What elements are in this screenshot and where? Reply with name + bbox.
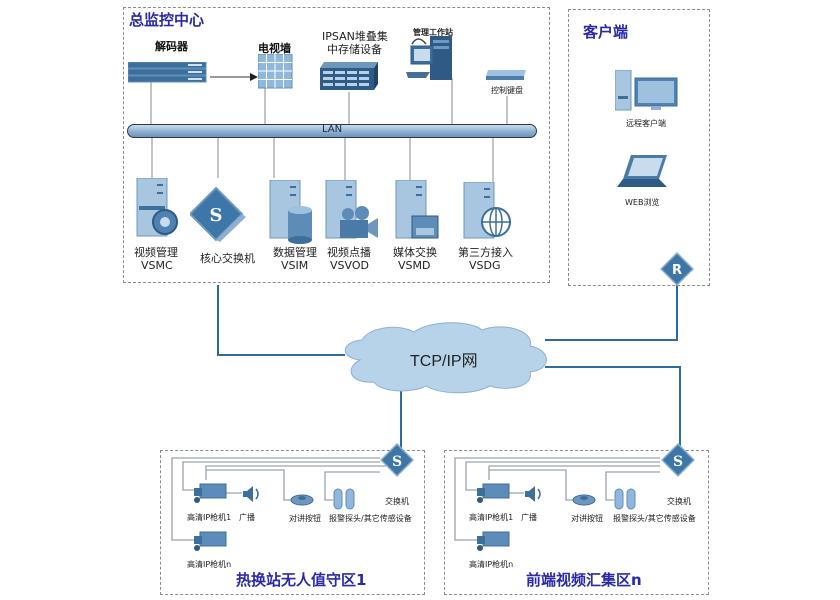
lan-label: LAN (321, 124, 343, 135)
remote-client-label: 远程客户端 (626, 119, 666, 128)
vsdg-label-line1: 第三方接入 (458, 246, 513, 259)
tcp-ip-label: TCP/IP网 (410, 353, 478, 370)
siten-cameran-label: 高清IP枪机n (469, 560, 514, 569)
site1-cameran-label: 高清IP枪机n (187, 560, 232, 569)
siten-sensor-icon (614, 488, 636, 510)
svg-text:S: S (210, 205, 223, 226)
control-keyboard-icon (486, 70, 526, 80)
site1-camera1-icon (194, 483, 227, 503)
svg-text:S: S (673, 454, 683, 470)
storage-label-line1: IPSAN堆叠集 (322, 30, 388, 43)
lan-bus: LAN (127, 124, 537, 138)
site1-cameran-icon (194, 531, 227, 551)
svg-text:R: R (672, 263, 682, 278)
site1-camera1-label: 高清IP枪机1 (187, 513, 232, 522)
site1-intercom-icon (290, 494, 314, 506)
core-switch-icon: S (190, 186, 246, 242)
web-browse-label: WEB浏览 (625, 198, 660, 207)
server-gear-icon (136, 178, 178, 237)
siten-broadcast-label: 广播 (521, 513, 537, 522)
zone-title-client: 客户端 (583, 23, 629, 41)
siten-camera1-icon (477, 483, 510, 503)
vsmd-label-line2: VSMD (398, 259, 431, 272)
svg-text:S: S (392, 454, 402, 470)
storage-array-icon (320, 62, 378, 90)
center-wan-link (217, 285, 345, 356)
siten-speaker-icon (525, 486, 541, 502)
siten-camera1-label: 高清IP枪机1 (469, 513, 514, 522)
vsvod-label-line1: 视频点播 (327, 246, 371, 259)
siten-switch-icon: S (661, 443, 696, 478)
vsmc-label-line2: VSMC (141, 259, 173, 272)
core-switch-label: 核心交换机 (200, 252, 255, 265)
vsdg-label-line2: VSDG (469, 259, 501, 272)
desktop-pc-icon (615, 70, 678, 111)
video-wall-icon (258, 54, 293, 89)
vsim-label-line2: VSIM (281, 259, 309, 272)
siten-sensor-label: 报警探头/其它传感设备 (613, 514, 696, 523)
server-camera-icon (325, 180, 378, 239)
decoder-label: 解码器 (155, 40, 188, 53)
storage-label-line2: 中存储设备 (327, 43, 382, 56)
laptop-icon (617, 155, 667, 187)
workstation-label: 管理工作站 (413, 28, 453, 37)
siten-cameran-icon (477, 531, 510, 551)
siten-intercom-icon (572, 494, 596, 506)
site1-broadcast-label: 广播 (239, 513, 255, 522)
workstation-icon (406, 36, 452, 80)
zone-title-monitoring-center: 总监控中心 (129, 11, 205, 29)
zone-site-n (444, 450, 709, 595)
siten-switch-label: 交换机 (667, 497, 691, 506)
site1-speaker-icon (243, 486, 259, 502)
tcp-ip-cloud (344, 322, 547, 394)
site1-sensor-label: 报警探头/其它传感设备 (329, 514, 412, 523)
zone-monitoring-center (123, 7, 550, 283)
vsmd-label-line1: 媒体交换 (393, 246, 437, 259)
site1-switch-icon: S (380, 443, 415, 478)
site1-intercom-label: 对讲按钮 (289, 514, 321, 523)
siten-intercom-label: 对讲按钮 (571, 514, 603, 523)
client-wan-link (545, 285, 678, 341)
vsmc-label-line1: 视频管理 (134, 246, 178, 259)
vsim-label-line1: 数据管理 (273, 246, 317, 259)
siten-wan-link (545, 366, 681, 448)
vsvod-label-line2: VSVOD (330, 259, 369, 272)
zone-site-1 (160, 450, 425, 595)
zone-title-site-n: 前端视频汇集区n (526, 571, 642, 589)
router-icon: R (660, 252, 695, 287)
server-globe-icon (463, 182, 511, 239)
site1-sensor-icon (333, 488, 355, 510)
zone-client (568, 9, 710, 286)
site1-switch-label: 交换机 (385, 497, 409, 506)
server-database-icon (269, 180, 312, 244)
zone-title-site-1: 热换站无人值守区1 (236, 571, 367, 589)
control-keyboard-label: 控制键盘 (491, 86, 523, 95)
decoder-icon (128, 62, 207, 83)
video-wall-label: 电视墙 (258, 42, 291, 55)
server-media-icon (395, 180, 439, 239)
